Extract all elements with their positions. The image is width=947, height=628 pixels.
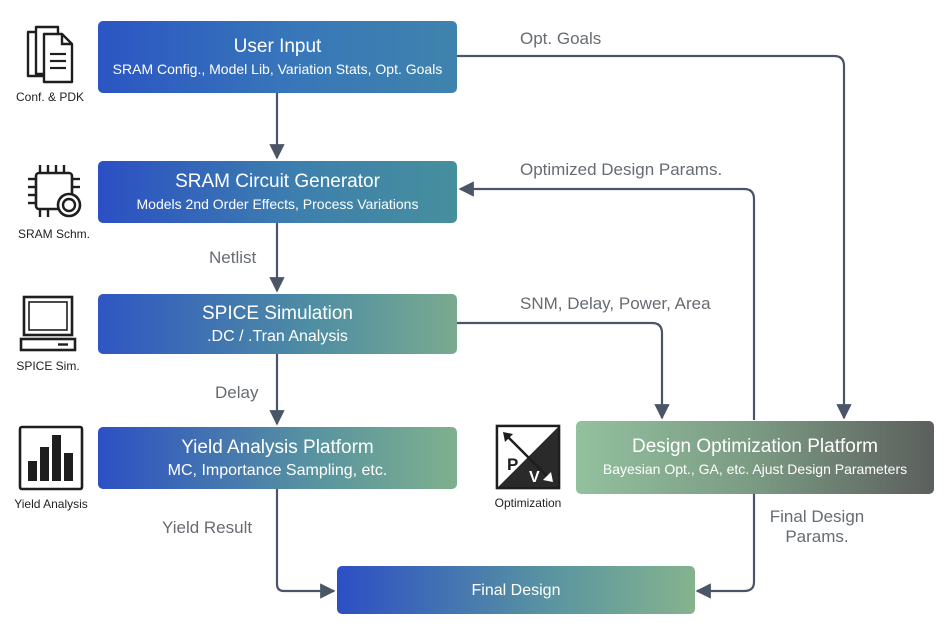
edge-label-metrics: SNM, Delay, Power, Area bbox=[520, 294, 711, 313]
edge-label-netlist: Netlist bbox=[209, 248, 257, 267]
arrow-opt-goals bbox=[457, 54, 852, 420]
spice-simulation-subtitle: .DC / .Tran Analysis bbox=[207, 327, 348, 345]
documents-icon bbox=[26, 25, 74, 84]
spice-simulation-box: SPICE Simulation .DC / .Tran Analysis bbox=[98, 294, 457, 354]
design-optimization-subtitle: Bayesian Opt., GA, etc. Ajust Design Par… bbox=[602, 461, 908, 477]
pv-tradeoff-icon: P V bbox=[495, 424, 561, 490]
design-optimization-title: Design Optimization Platform bbox=[631, 436, 879, 457]
yield-analysis-box: Yield Analysis Platform MC, Importance S… bbox=[98, 427, 457, 489]
pv-letter-v: V bbox=[529, 469, 540, 486]
sram-schematic-label: SRAM Schm. bbox=[17, 227, 90, 241]
final-design-box: Final Design bbox=[337, 566, 695, 614]
yield-analysis-label: Yield Analysis bbox=[14, 497, 88, 511]
spice-sim-label: SPICE Sim. bbox=[16, 359, 80, 373]
conf-pdk-label: Conf. & PDK bbox=[15, 90, 85, 104]
design-optimization-box: Design Optimization Platform Bayesian Op… bbox=[576, 421, 934, 494]
yield-analysis-title: Yield Analysis Platform bbox=[181, 436, 374, 458]
arrow-optimized-params bbox=[458, 181, 756, 420]
user-input-box: User Input SRAM Config., Model Lib, Vari… bbox=[98, 21, 457, 93]
arrow-yield-to-final bbox=[275, 489, 336, 599]
spice-simulation-title: SPICE Simulation bbox=[201, 302, 353, 324]
optimization-label: Optimization bbox=[494, 496, 562, 510]
optimization-icon-group: P V Optimization bbox=[480, 424, 576, 510]
user-input-title: User Input bbox=[233, 35, 322, 57]
edge-label-delay: Delay bbox=[215, 383, 259, 402]
computer-icon bbox=[19, 295, 77, 352]
arrow-metrics bbox=[457, 321, 670, 420]
circuit-generator-subtitle: Models 2nd Order Effects, Process Variat… bbox=[136, 195, 419, 212]
yield-analysis-icon-group: Yield Analysis bbox=[3, 425, 99, 511]
yield-analysis-subtitle: MC, Importance Sampling, etc. bbox=[167, 461, 388, 479]
bar-chart-icon bbox=[18, 425, 84, 491]
edge-label-opt-goals: Opt. Goals bbox=[520, 29, 602, 48]
sram-schematic-group: SRAM Schm. bbox=[6, 161, 102, 241]
circuit-generator-box: SRAM Circuit Generator Models 2nd Order … bbox=[98, 161, 457, 223]
spice-sim-group: SPICE Sim. bbox=[0, 295, 96, 373]
final-design-title: Final Design bbox=[471, 581, 561, 599]
edge-label-yield-result: Yield Result bbox=[162, 518, 253, 537]
conf-pdk-group: Conf. & PDK bbox=[2, 24, 98, 104]
edge-label-final-params: Final Design Params. bbox=[769, 507, 865, 546]
circuit-generator-title: SRAM Circuit Generator bbox=[175, 170, 380, 192]
arrow-final-params bbox=[695, 494, 756, 599]
edge-label-optimized-params: Optimized Design Params. bbox=[520, 160, 723, 179]
chip-icon bbox=[28, 165, 82, 218]
user-input-subtitle: SRAM Config., Model Lib, Variation Stats… bbox=[112, 60, 443, 77]
pv-letter-p: P bbox=[507, 455, 518, 474]
